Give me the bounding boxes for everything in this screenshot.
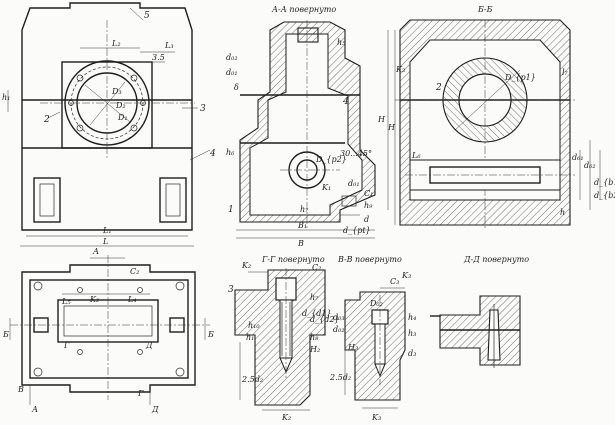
dim-C1: C₁ [364,189,373,198]
dim-Dd2: D₀₂ [369,299,383,308]
dim-h5: h₅ [337,38,346,47]
section-a-a: А-А повернуто h₅ d₀₁ d₀₂ δ H h₆ D_{p2} 3… [226,5,389,248]
dim-h1: h₁ [2,93,10,102]
dim-d03: d₀₃ [333,313,345,322]
dim-h6: h₆ [226,148,235,157]
callout-1: 1 [228,205,234,215]
dim-h9: h₉ [364,201,373,210]
dim-h: h [560,208,565,217]
dim-K2-gg-bottom: K₂ [281,413,291,422]
dim-C3: C₃ [390,277,399,286]
dim-K2-plan: K₂ [89,295,99,304]
section-mark-G-left: Г [63,341,70,350]
dim-db2: d_{b2} [594,191,615,200]
callout-4: 4 [209,149,216,159]
title-d-d: Д-Д повернуто [463,255,529,264]
section-mark-V-bottom: В [17,385,24,394]
callout-5: 5 [144,11,150,21]
callout-3-gg: 3 [228,285,234,295]
callout-3: 3 [200,104,206,114]
section-b-b: Б-Б K₃ H D_{p1} L₆ l₇ d₆₁ d₆₂ d_{b1} d_{… [387,5,615,230]
dim-h7-gg: h₇ [310,293,319,302]
dim-h8: h₈ [310,333,319,342]
dim-dd2: d_{d2} [310,315,340,324]
callout-4-aa: 4 [342,97,349,107]
dim-L3: L₃ [164,41,174,50]
section-mark-G-bottom: Г [137,389,144,398]
dim-h1-gg: h₁ [246,333,254,342]
section-mark-D-right: Д [145,341,153,350]
title-b-b: Б-Б [477,5,493,14]
section-mark-A-bottom: А [31,405,38,414]
dim-D1: D₁ [117,113,128,122]
dim-K3-bb: K₃ [395,65,405,74]
dim-H2: H₂ [309,345,320,354]
dim-K1: K₁ [321,183,331,192]
dim-h10: h₁₀ [248,321,260,330]
section-mark-B-left: Б [2,330,9,339]
dim-dd1-gg: d_{d1} [302,309,332,318]
dim-h4: h₄ [408,313,416,322]
dim-dd1: d₀₁ [348,179,360,188]
dim-H3: H₃ [347,343,358,352]
dim-D2: D₂ [115,101,126,110]
dim-3-5: 3.5 [152,53,165,62]
dim-L4: L₄ [127,295,137,304]
dim-Dp1: D_{p1} [504,73,536,82]
dim-K3-vv-bottom: K₃ [371,413,381,422]
dim-C2-plan: C₂ [130,267,139,276]
section-v-v: В-В повернуто C₃ K₃ D₀₂ d₀₃ d₀₂ H₃ h₃ d₃… [329,255,416,422]
dim-H-aa: H [377,115,386,124]
dim-h7: h₇ [300,205,309,214]
dim-L5: L₅ [61,297,71,306]
dim-L1: L₁ [102,226,112,235]
dim-d3: d₃ [408,349,416,358]
section-d-d: Д-Д повернуто [430,255,529,368]
dim-B1: B₁ [297,221,307,230]
dim-delta: δ [234,83,239,92]
dim-h3: h₃ [408,329,416,338]
dim-d: d [364,215,369,224]
dim-2-5d2-vv: 2.5d₂ [329,373,351,382]
title-v-v: В-В повернуто [337,255,402,264]
dim-dd2-vv: d₀₂ [333,325,345,334]
dim-angle: 30...45° [340,149,372,158]
dim-K3-vv: K₃ [401,271,411,280]
dim-K2-gg: K₂ [241,261,251,270]
section-mark-B-right: Б [207,330,214,339]
title-g-g: Г-Г повернуто [261,255,325,264]
dim-B: B [297,239,304,248]
dim-2-5d2-gg: 2.5d₂ [241,375,263,384]
front-view: L₂ L₃ 3.5 h₁ L₁ L D₃ D₂ D₁ 5 2 3 4 [2,2,216,247]
dim-L: L [102,237,108,246]
dim-d02: d₀₂ [226,53,238,62]
section-mark-D-bottom: Д [151,405,159,414]
dim-H-bb: H [387,123,396,132]
dim-d62: d₆₂ [584,161,596,170]
dim-D3: D₃ [111,87,122,96]
callout-2: 2 [43,115,50,125]
dim-L6: L₆ [411,151,421,160]
dim-d01: d₀₁ [226,68,238,77]
title-a-a: А-А повернуто [271,5,336,14]
plan-view: А Б Б В А Г Д Г Д C₂ L₅ K₂ L₄ [2,247,214,414]
section-g-g: Г-Г повернуто K₂ C₂ h₇ h₁ h₁₀ H₂ h₈ d_{d… [228,255,340,422]
section-mark-A-top: А [92,247,99,256]
dim-Dp2: D_{p2} [315,155,347,164]
dim-dpt: d_{pt} [343,226,371,235]
callout-2-bb: 2 [435,83,442,93]
dim-L2: L₂ [111,39,121,48]
dim-d61: d₆₁ [572,153,584,162]
dim-l7: l₇ [562,68,569,77]
dim-db1: d_{b1} [594,178,615,187]
dim-C2-gg: C₂ [312,263,321,272]
